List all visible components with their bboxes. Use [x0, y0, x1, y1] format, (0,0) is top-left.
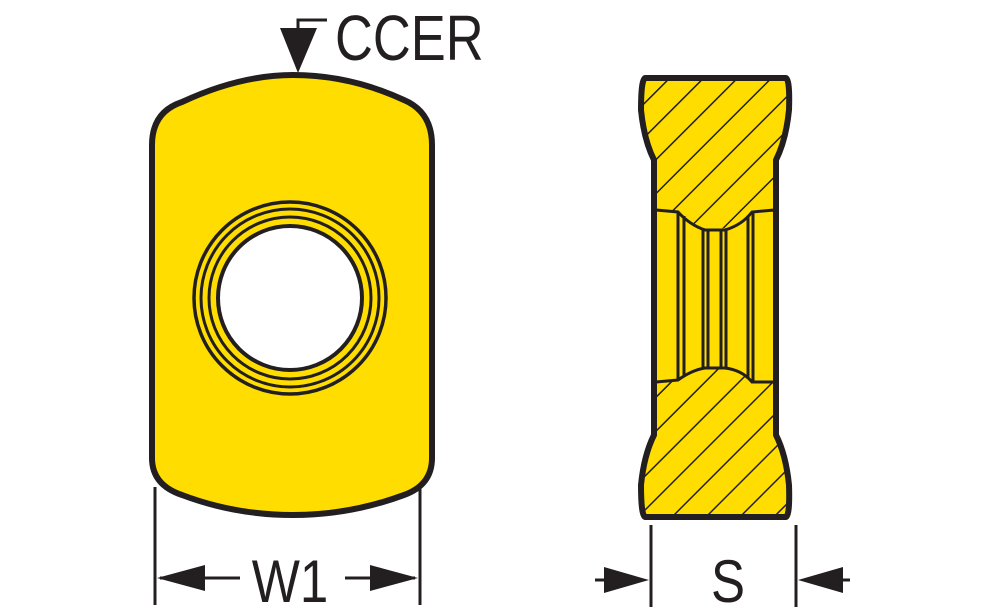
ccer-callout: CCER [280, 3, 484, 74]
arrow-down-icon [280, 28, 317, 73]
hole-section-lines [655, 208, 775, 384]
arrow-right-icon [604, 567, 649, 593]
center-hole [216, 224, 364, 372]
s-dimension [595, 525, 850, 607]
hole-ring-outer [192, 200, 388, 396]
hole-ring-middle [199, 207, 381, 389]
insert-side-view [638, 75, 793, 520]
side-outline [638, 75, 793, 520]
s-label: S [711, 548, 745, 611]
w1-label: W1 [252, 548, 328, 611]
arrow-left-icon [157, 565, 205, 591]
ccer-label: CCER [335, 3, 484, 74]
hole-ring-inner [207, 215, 373, 381]
insert-front-view [149, 71, 435, 519]
hatch-bottom [641, 368, 790, 517]
w1-dimension [153, 487, 422, 605]
arrow-left-icon [798, 567, 843, 593]
arrow-right-icon [370, 565, 418, 591]
leader-line [296, 18, 327, 30]
hatch-top [641, 78, 790, 230]
